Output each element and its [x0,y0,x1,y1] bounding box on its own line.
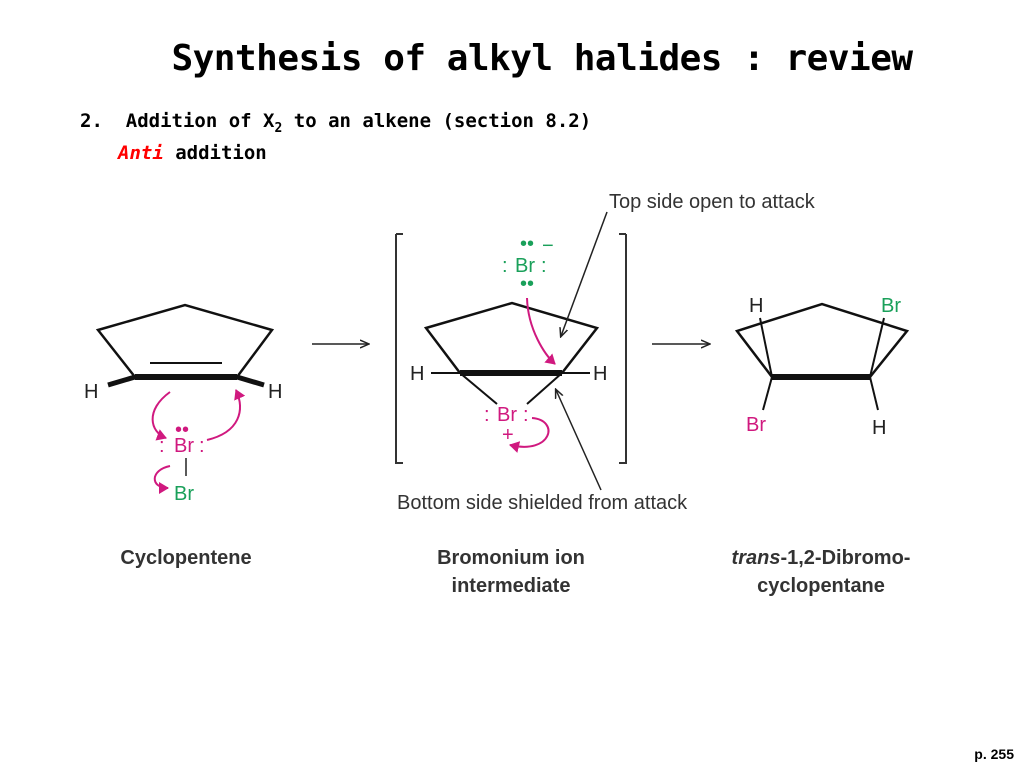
caption-bromonium-1: Bromonium ion [437,547,585,569]
lone-pair-dots: : [541,255,547,277]
subpoint: Anti addition [118,142,267,164]
br-leaving-label: Br [174,483,194,505]
point-2: 2. Addition of X2 to an alkene (section … [80,110,591,136]
h-left-label: H [410,363,424,385]
bromide-label: Br [515,255,535,277]
point-number: 2. [80,110,103,132]
bottom-side-note: Bottom side shielded from attack [397,492,688,514]
caption-trans-2: cyclopentane [757,575,885,597]
anti-word: Anti [118,142,164,164]
addition-word: addition [163,142,267,164]
dibromocyclopentane-structure: H Br Br H [734,295,910,439]
lone-pair-dots: •• [520,233,534,255]
point-text: Addition of X [125,110,275,132]
point-subscript: 2 [274,120,283,136]
caption-trans-1: trans-1,2-Dibromo- [732,547,911,569]
br-electrophile-label: Br [174,435,194,457]
caption-trans-italic: trans [732,547,781,569]
positive-charge: + [502,424,514,446]
bottom-note-arrow [556,390,602,491]
h-right-label: H [593,363,607,385]
cyclopentene-structure: H H •• Br : : Br [84,303,282,505]
top-note-arrow [561,211,608,336]
caption-cyclopentene: Cyclopentene [120,547,251,569]
lone-pair-dots: : [502,255,508,277]
bridging-br-label: Br [497,404,517,426]
br-bottom-label: Br [746,414,766,436]
h-top-label: H [749,295,763,317]
lone-pair-dots: : [523,404,529,426]
lone-pair-dots: •• [175,419,189,441]
caption-trans-rest: -1,2-Dibromo- [780,547,910,569]
br-top-label: Br [881,295,901,317]
h-bottom-label: H [872,417,886,439]
h-right-label: H [268,381,282,403]
top-side-note: Top side open to attack [609,191,816,213]
bromonium-structure: H H Br : : + •• Br : : •• − [395,233,627,464]
h-left-label: H [84,381,98,403]
slide-title: Synthesis of alkyl halides : review [171,38,913,79]
page-number: p. 255 [974,746,1014,762]
negative-charge: − [542,235,554,257]
lone-pair-dots: : [484,404,490,426]
caption-bromonium-2: intermediate [452,575,571,597]
lone-pair-dots: : [199,435,205,457]
lone-pair-dots: •• [520,273,534,295]
lone-pair-dots: : [159,435,165,457]
point-text-after: to an alkene (section 8.2) [282,110,592,132]
